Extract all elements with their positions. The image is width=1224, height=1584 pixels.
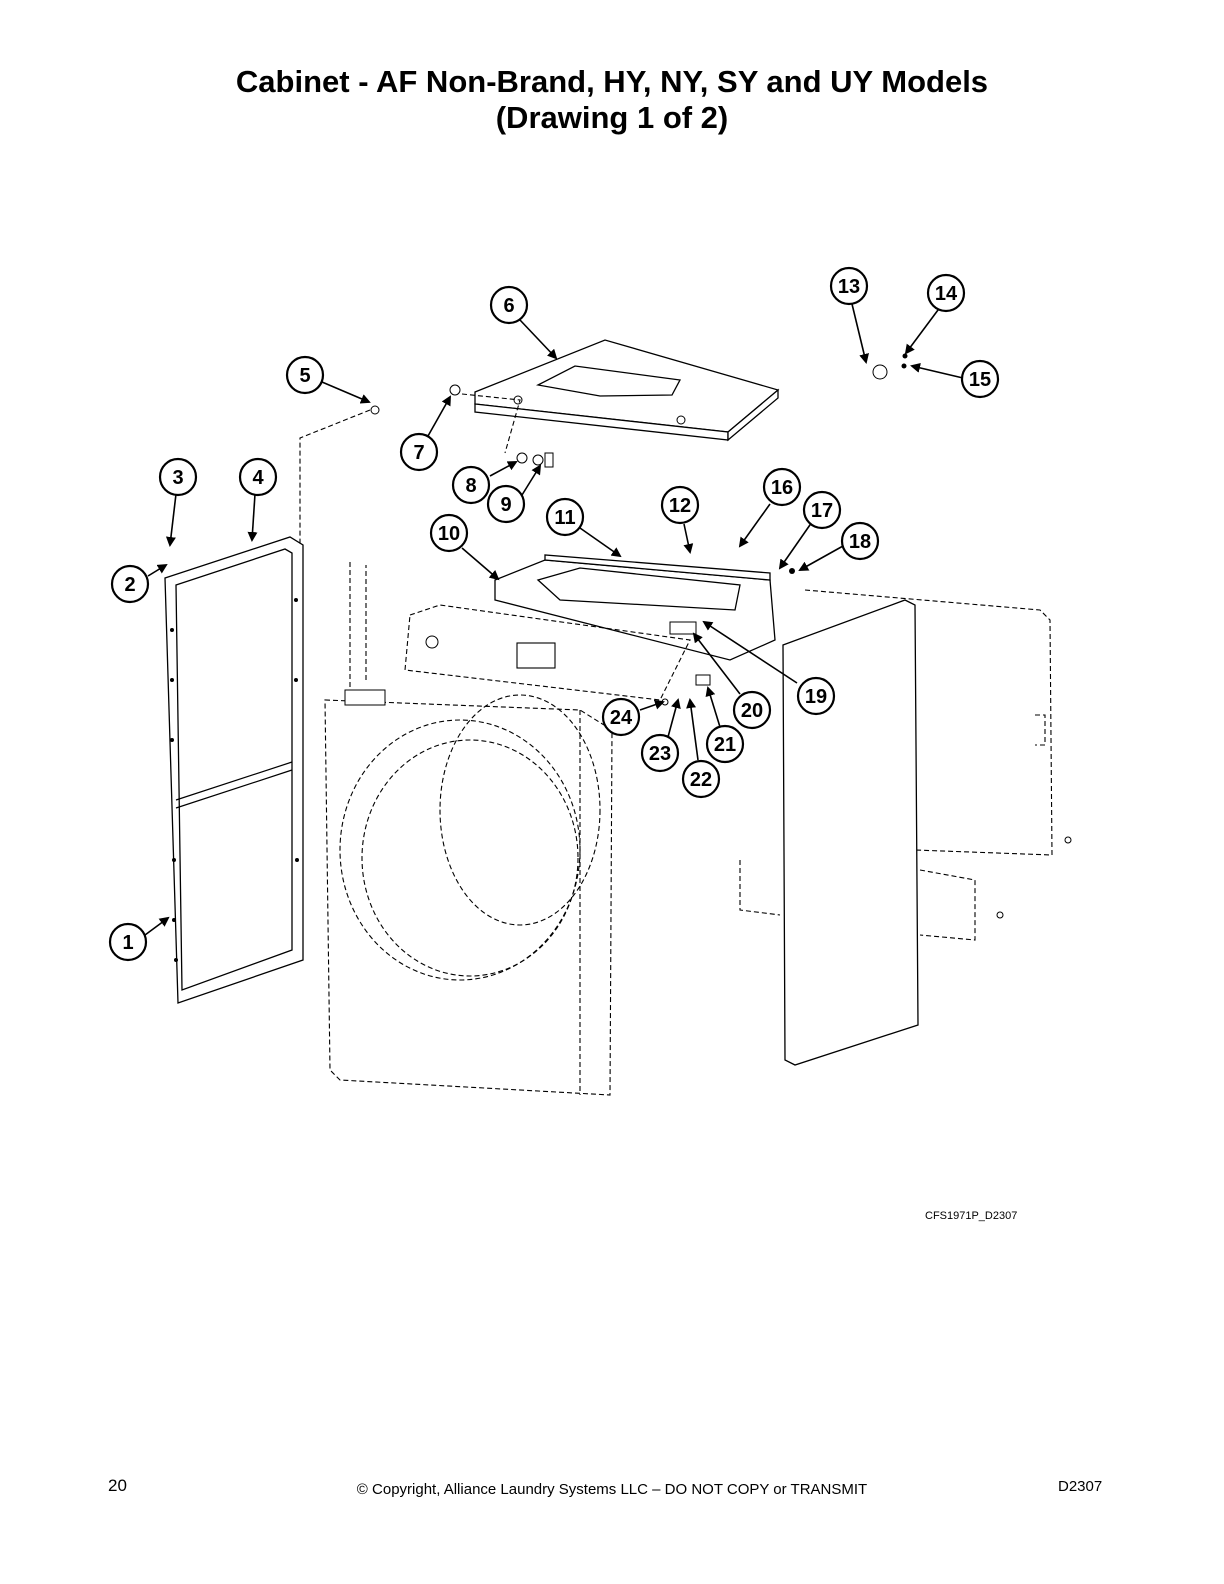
console-part (404, 604, 691, 701)
control-frame-part (494, 554, 776, 661)
leader-lines (144, 303, 964, 936)
callout-11: 11 (545, 497, 585, 537)
callout-1-label: 1 (122, 932, 133, 954)
callout-13: 13 (829, 266, 869, 306)
callout-22: 22 (681, 759, 721, 799)
copyright-notice: © Copyright, Alliance Laundry Systems LL… (356, 1481, 868, 1498)
document-code: D2307 (1058, 1478, 1103, 1495)
callout-9: 9 (486, 484, 526, 524)
callout-24-label: 24 (610, 707, 633, 729)
callout-1: 1 (108, 922, 148, 962)
callout-4: 4 (238, 457, 278, 497)
callout-15-label: 15 (969, 369, 991, 391)
callout-15: 15 (960, 359, 1000, 399)
callout-10-label: 10 (438, 523, 460, 545)
callout-12: 12 (660, 485, 700, 525)
page-title: Cabinet - AF Non-Brand, HY, NY, SY and U… (235, 64, 989, 99)
callout-16-label: 16 (771, 477, 793, 499)
callout-2-label: 2 (124, 574, 135, 596)
drawing-code: CFS1971P_D2307 (925, 1210, 1018, 1222)
callout-5: 5 (285, 355, 325, 395)
top-panel-part (370, 339, 908, 442)
callout-19: 19 (796, 676, 836, 716)
callout-6: 6 (489, 285, 529, 325)
callout-20-label: 20 (741, 700, 763, 722)
callout-18: 18 (840, 521, 880, 561)
callout-17-label: 17 (811, 500, 833, 522)
callout-24: 24 (601, 697, 641, 737)
callout-16: 16 (762, 467, 802, 507)
callout-2: 2 (110, 564, 150, 604)
front-panel-part (324, 560, 613, 1096)
callout-23: 23 (640, 733, 680, 773)
callout-3-label: 3 (172, 467, 183, 489)
callout-21-label: 21 (714, 734, 736, 756)
side-panel-part (739, 589, 1072, 1066)
callout-12-label: 12 (669, 495, 691, 517)
callout-17: 17 (802, 490, 842, 530)
callout-22-label: 22 (690, 769, 712, 791)
callout-21: 21 (705, 724, 745, 764)
callout-7-label: 7 (413, 442, 424, 464)
callout-19-label: 19 (805, 686, 827, 708)
callout-7: 7 (399, 432, 439, 472)
callout-5-label: 5 (299, 365, 310, 387)
callout-14-label: 14 (935, 283, 958, 305)
callout-9-label: 9 (500, 494, 511, 516)
callout-11-label: 11 (554, 507, 575, 529)
callout-4-label: 4 (252, 467, 264, 489)
page-subtitle: (Drawing 1 of 2) (495, 100, 729, 135)
callout-14: 14 (926, 273, 966, 313)
callout-23-label: 23 (649, 743, 671, 765)
bracket-hardware (661, 568, 795, 706)
callout-18-label: 18 (849, 531, 871, 553)
door-frame-part (164, 536, 304, 1004)
callout-8: 8 (451, 465, 491, 505)
callout-10: 10 (429, 513, 469, 553)
callout-20: 20 (732, 690, 772, 730)
hinge-hardware (516, 452, 554, 468)
page-number: 20 (108, 1476, 127, 1495)
callout-13-label: 13 (838, 276, 860, 298)
callout-3: 3 (158, 457, 198, 497)
callout-6-label: 6 (503, 295, 514, 317)
callout-8-label: 8 (465, 475, 476, 497)
